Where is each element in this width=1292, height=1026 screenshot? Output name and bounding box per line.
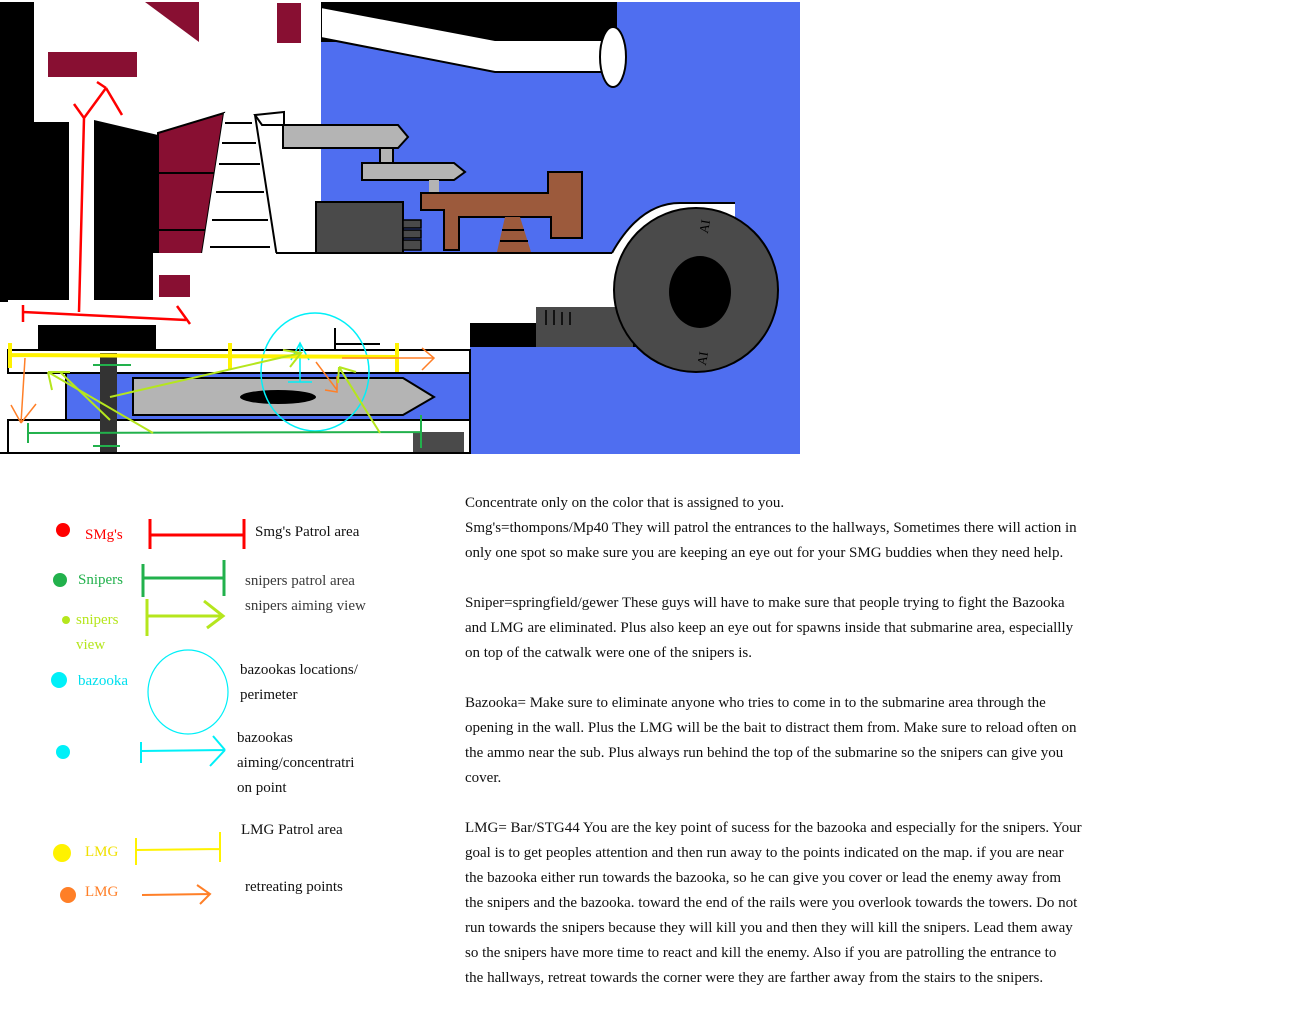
- smg-patrol-lines: [21, 80, 192, 325]
- ring-hole: [669, 256, 731, 328]
- bazooka-aim-dot: [56, 745, 70, 759]
- sniper-patrol-line: [27, 364, 422, 448]
- instruction-line: the hallways, retreat towards the corner…: [465, 970, 1044, 986]
- grey-stem-2: [429, 180, 439, 193]
- instruction-line: the bazooka either run towards the bazoo…: [465, 870, 1062, 886]
- stair-steps: [210, 122, 270, 248]
- legend-bazooka-aim-label-2: aiming/concentratri: [237, 755, 355, 771]
- instruction-line: and LMG are eliminated. Plus also keep a…: [465, 620, 1074, 636]
- legend-sniper-name: Snipers: [78, 572, 123, 588]
- brown-stair-steps: [500, 229, 528, 242]
- brown-crane: [420, 171, 583, 251]
- legend-bazooka-aim-label-3: on point: [237, 780, 287, 796]
- main-channel: [153, 203, 735, 330]
- instruction-line: Sniper=springfield/gewer These guys will…: [465, 595, 1065, 611]
- instruction-line: only one spot so make sure you are keepi…: [465, 545, 1064, 561]
- instruction-line: the ammo near the sub. Plus always run b…: [465, 745, 1064, 761]
- legend-bazooka-perimeter-label-2: perimeter: [240, 687, 298, 703]
- grey-platform-2: [361, 162, 467, 181]
- lmg-retreat-symbol: [141, 884, 212, 905]
- instruction-line: cover.: [465, 770, 502, 786]
- instruction-line: opening in the wall. Plus the LMG will b…: [465, 720, 1077, 736]
- legend-bazooka-name: bazooka: [78, 673, 128, 689]
- corner-stairs: [413, 432, 464, 452]
- instruction-line: Bazooka= Make sure to eliminate anyone w…: [465, 695, 1046, 711]
- box-stairs: [402, 219, 422, 251]
- lmg-dot: [53, 844, 71, 862]
- legend-sniper-view-name-2: view: [76, 637, 106, 653]
- lmg-retreat-dot: [60, 887, 76, 903]
- stair-rail: [254, 114, 278, 258]
- pipe-opening: [599, 26, 627, 88]
- instruction-line: so the snipers have more time to react a…: [465, 945, 1057, 961]
- bazooka-perimeter: [260, 312, 370, 432]
- left-wall-lower: [0, 122, 69, 300]
- legend-lmg-retreat-label: retreating points: [245, 879, 343, 895]
- ramp-steps: [545, 310, 571, 325]
- sniper-patrol-symbol: [141, 560, 226, 597]
- lmg-patrol-line: [8, 343, 399, 372]
- maroon-block-top: [277, 3, 301, 43]
- maroon-block-left: [48, 52, 137, 77]
- dark-box: [315, 201, 404, 254]
- instruction-line: run towards the snipers because they wil…: [465, 920, 1073, 936]
- bazooka-aim-symbol: [140, 735, 226, 767]
- stairway: [201, 113, 276, 260]
- smg-patrol-symbol: [148, 519, 246, 549]
- dark-wall-slant: [94, 120, 158, 300]
- bazooka-perimeter-symbol: [147, 649, 229, 735]
- legend-smg-name: SMg's: [85, 527, 123, 543]
- tactical-map: AI AI: [0, 2, 800, 454]
- grey-platform-1: [282, 124, 410, 149]
- ring-marking: AI: [696, 218, 713, 234]
- ring-marking: AI: [694, 350, 711, 366]
- lower-walkway: [7, 419, 471, 454]
- brown-stairs: [497, 217, 531, 252]
- smg-dot: [56, 523, 70, 537]
- sniper-dot: [53, 573, 67, 587]
- legend-lmg-retreat-name: LMG: [85, 884, 119, 900]
- submarine-hatch: [240, 390, 316, 404]
- legend-bazooka-aim-label-1: bazookas: [237, 730, 293, 746]
- legend-lmg-name: LMG: [85, 844, 119, 860]
- maroon-triangle: [145, 2, 199, 42]
- legend-smg-patrol-label: Smg's Patrol area: [255, 524, 360, 540]
- sniper-view-dot: [62, 616, 70, 624]
- legend-bazooka-perimeter-label-1: bazookas locations/: [240, 662, 358, 678]
- legend-sniper-aim-label: snipers aiming view: [245, 598, 366, 614]
- channel-curve: [611, 202, 735, 254]
- instruction-line: the snipers and the bazooka. toward the …: [465, 895, 1078, 911]
- lmg-patrol-symbol: [135, 832, 221, 865]
- bazooka-dot: [51, 672, 67, 688]
- instruction-line: LMG= Bar/STG44 You are the key point of …: [465, 820, 1082, 836]
- instruction-line: goal is to get peoples attention and the…: [465, 845, 1064, 861]
- legend-lmg-patrol-label: LMG Patrol area: [241, 822, 343, 838]
- pole: [100, 353, 117, 453]
- instruction-line: Concentrate only on the color that is as…: [465, 495, 785, 511]
- maroon-block-small: [159, 275, 190, 297]
- legend-sniper-patrol-label: snipers patrol area: [245, 573, 355, 589]
- grey-stem-1: [379, 147, 394, 164]
- sniper-view-lines: [47, 349, 381, 434]
- sniper-view-symbol: [145, 599, 226, 636]
- dark-bar: [38, 325, 156, 350]
- lmg-retreat-arrows: [10, 347, 436, 424]
- legend-sniper-view-name-1: snipers: [76, 612, 119, 628]
- instruction-line: on top of the catwalk were one of the sn…: [465, 645, 752, 661]
- instruction-line: Smg's=thompons/Mp40 They will patrol the…: [465, 520, 1077, 536]
